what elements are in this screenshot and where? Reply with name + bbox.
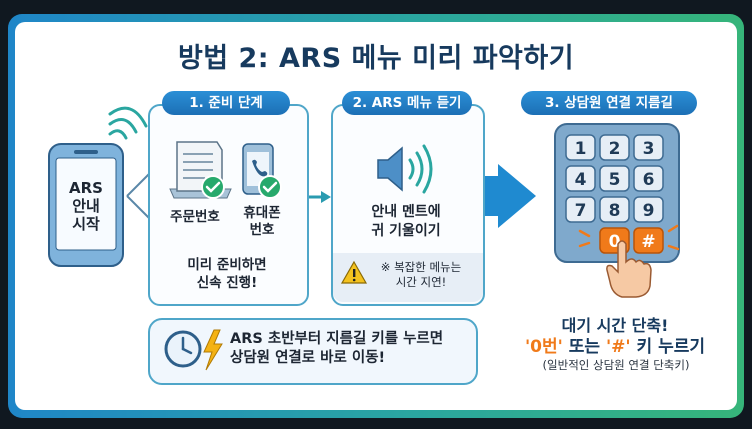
step1-tip-line1: 미리 준비하면 xyxy=(187,257,267,273)
step3-caption: (일반적인 상담원 연결 단축키) xyxy=(542,358,690,372)
clock-icon xyxy=(164,330,202,368)
phone-icon xyxy=(48,143,124,267)
phone-text-line1: ARS xyxy=(69,179,103,197)
keypad-key-label: 7 xyxy=(575,201,587,221)
step3-headline: 대기 시간 단축! xyxy=(561,316,669,335)
keypad-key-label: 9 xyxy=(643,201,655,221)
keypad-key-label: 4 xyxy=(575,170,587,190)
keypad-key-6[interactable] xyxy=(633,165,664,192)
step1-item1: 주문번호 xyxy=(170,209,220,225)
keypad-key-5[interactable] xyxy=(599,165,630,192)
step1-item2-line1: 휴대폰 xyxy=(243,205,281,221)
keypad-key-label: 6 xyxy=(643,170,655,190)
step2-warning-line1: ※ 복잡한 메뉴는 xyxy=(380,260,462,274)
bottom-text-line1: ARS 초반부터 지름길 키를 누르면 xyxy=(230,331,444,347)
check-icon-receipt xyxy=(201,175,225,199)
keypad-key-label: # xyxy=(641,232,655,252)
keypad-key-7[interactable] xyxy=(565,196,596,223)
speaker-icon xyxy=(377,144,433,194)
keypad-key-8[interactable] xyxy=(599,196,630,223)
phone-text-line2: 안내 xyxy=(72,197,100,215)
keypad-key-label: 1 xyxy=(575,139,587,159)
check-icon-phone xyxy=(258,175,282,199)
step1-pill: 1. 준비 단계 xyxy=(162,91,290,115)
signal-waves-icon xyxy=(108,106,148,140)
keypad-key-label: 8 xyxy=(609,201,621,221)
step1-box xyxy=(148,104,309,306)
key0-emphasis: '0번' xyxy=(524,337,563,357)
step3-pill: 3. 상담원 연결 지름길 xyxy=(521,91,697,115)
press-sparks-icon xyxy=(578,224,680,251)
step2-text-line2: 귀 기울이기 xyxy=(371,223,441,239)
keypad-key-4[interactable] xyxy=(565,165,596,192)
step1-item2-line2: 번호 xyxy=(249,222,275,238)
bottom-info-box xyxy=(148,318,478,385)
step1-tip-line2: 신속 진행! xyxy=(196,275,258,291)
or-text: 또는 xyxy=(568,337,601,357)
bottom-text-line2: 상담원 연결로 바로 이동! xyxy=(230,350,386,366)
phone-text-line3: 시작 xyxy=(72,215,100,233)
warning-icon xyxy=(340,260,368,284)
keypad-key-label: 3 xyxy=(643,139,655,159)
keypad-key-2[interactable] xyxy=(599,134,630,161)
keyhash-emphasis: '#' xyxy=(605,337,631,357)
step2-text-line1: 안내 멘트에 xyxy=(371,204,441,220)
keypad-key-1[interactable] xyxy=(565,134,596,161)
press-text: 키 누르기 xyxy=(636,337,706,357)
step2-pill: 2. ARS 메뉴 듣기 xyxy=(342,91,472,115)
keypad-key-label: 2 xyxy=(609,139,621,159)
lightning-icon xyxy=(203,329,223,371)
step2-warning-line2: 시간 지연! xyxy=(395,275,447,289)
keypad-key-label: 5 xyxy=(609,170,621,190)
keypad-key-3[interactable] xyxy=(633,134,664,161)
page-title: 방법 2: ARS 메뉴 미리 파악하기 xyxy=(177,43,575,74)
pointing-hand-icon xyxy=(606,240,652,298)
keypad-key-hash[interactable] xyxy=(633,227,664,254)
keypad-key-9[interactable] xyxy=(633,196,664,223)
step3-keys-line: '0번' 또는 '#' 키 누르기 xyxy=(508,332,722,357)
